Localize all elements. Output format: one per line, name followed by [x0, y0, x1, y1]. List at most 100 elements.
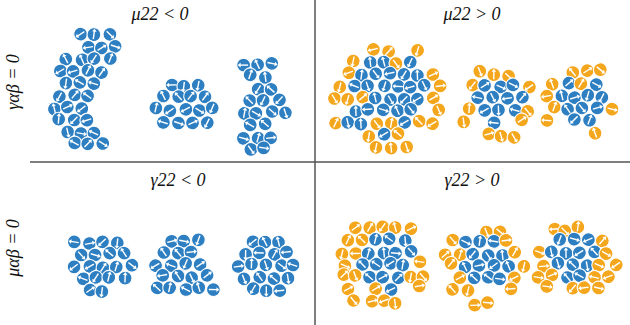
orientation-line — [346, 237, 349, 244]
orientation-line — [450, 287, 455, 293]
blue-particle — [100, 269, 117, 286]
orientation-line — [558, 235, 561, 242]
orientation-line — [485, 228, 488, 235]
orientation-head — [97, 254, 101, 259]
orientation-line — [354, 271, 357, 278]
particle-body — [190, 279, 207, 296]
yellow-particle — [423, 114, 442, 133]
orientation-head — [335, 117, 340, 122]
orientation-head — [389, 46, 394, 51]
orientation-line — [470, 304, 478, 306]
orientation-line — [277, 97, 282, 103]
orientation-head — [104, 143, 109, 148]
orientation-line — [512, 133, 516, 140]
blue-particle — [256, 140, 272, 156]
orientation-head — [589, 65, 594, 70]
orientation-head — [92, 28, 97, 32]
orientation-line — [390, 145, 392, 153]
orientation-line — [94, 274, 98, 281]
orientation-line — [381, 132, 388, 136]
yellow-particle — [456, 114, 472, 130]
yellow-particle — [604, 101, 621, 118]
orientation-line — [481, 84, 488, 88]
orientation-line — [484, 133, 492, 135]
orientation-line — [111, 45, 119, 47]
orientation-line — [544, 119, 552, 121]
blue-particle — [280, 270, 296, 286]
orientation-line — [107, 31, 113, 37]
orientation-line — [595, 263, 602, 266]
orientation-line — [491, 122, 499, 124]
orientation-line — [586, 261, 587, 269]
orientation-line — [388, 96, 392, 103]
orientation-line — [386, 237, 392, 242]
orientation-head — [133, 265, 138, 270]
particle-body — [170, 114, 188, 132]
orientation-head — [610, 265, 615, 270]
particle-body — [367, 231, 384, 248]
orientation-line — [422, 81, 426, 88]
yellow-particle — [512, 110, 531, 129]
blue-particle — [491, 103, 505, 117]
orientation-line — [592, 82, 599, 86]
orientation-line — [388, 288, 395, 292]
orientation-head — [350, 251, 353, 256]
orientation-line — [500, 132, 502, 140]
orientation-head — [372, 92, 377, 96]
orientation-line — [579, 81, 583, 88]
orientation-line — [513, 249, 517, 256]
orientation-head — [275, 236, 280, 240]
orientation-head — [370, 259, 375, 264]
orientation-line — [523, 262, 525, 270]
orientation-line — [396, 108, 399, 115]
orientation-line — [369, 59, 371, 67]
orientation-head — [195, 281, 200, 285]
orientation-head — [344, 101, 349, 105]
orientation-line — [379, 108, 387, 110]
orientation-line — [272, 251, 276, 258]
orientation-line — [284, 109, 286, 117]
orientation-head — [254, 271, 259, 276]
orientation-line — [256, 85, 260, 92]
blue-particle — [259, 284, 273, 298]
orientation-head — [356, 222, 361, 227]
orientation-line — [98, 46, 105, 50]
orientation-head — [88, 138, 93, 143]
orientation-line — [91, 132, 98, 135]
orientation-line — [429, 121, 436, 125]
orientation-head — [259, 118, 264, 123]
orientation-head — [567, 66, 572, 71]
divider-line — [30, 161, 630, 163]
orientation-line — [262, 96, 266, 103]
orientation-line — [78, 32, 85, 36]
orientation-head — [156, 274, 160, 279]
orientation-line — [565, 250, 567, 258]
orientation-head — [478, 235, 483, 239]
orientation-head — [181, 265, 186, 270]
particle-body — [78, 134, 98, 154]
blue-particle — [154, 87, 172, 105]
orientation-line — [256, 252, 264, 254]
orientation-line — [395, 275, 401, 281]
orientation-line — [352, 253, 360, 255]
particle-body — [441, 254, 460, 273]
orientation-head — [514, 246, 519, 251]
orientation-head — [75, 89, 80, 94]
orientation-line — [402, 96, 408, 102]
blue-particle — [277, 104, 294, 121]
orientation-line — [341, 264, 348, 267]
orientation-head — [249, 258, 254, 261]
orientation-line — [72, 117, 78, 123]
particle-body — [198, 113, 217, 132]
orientation-head — [244, 120, 249, 125]
orientation-line — [520, 94, 525, 100]
orientation-line — [263, 239, 267, 246]
orientation-line — [124, 275, 126, 283]
orientation-head — [107, 271, 112, 275]
orientation-line — [265, 261, 267, 269]
orientation-line — [374, 120, 379, 126]
orientation-line — [257, 135, 259, 143]
orientation-line — [198, 81, 200, 89]
blue-particle — [241, 66, 259, 84]
orientation-head — [391, 221, 396, 225]
